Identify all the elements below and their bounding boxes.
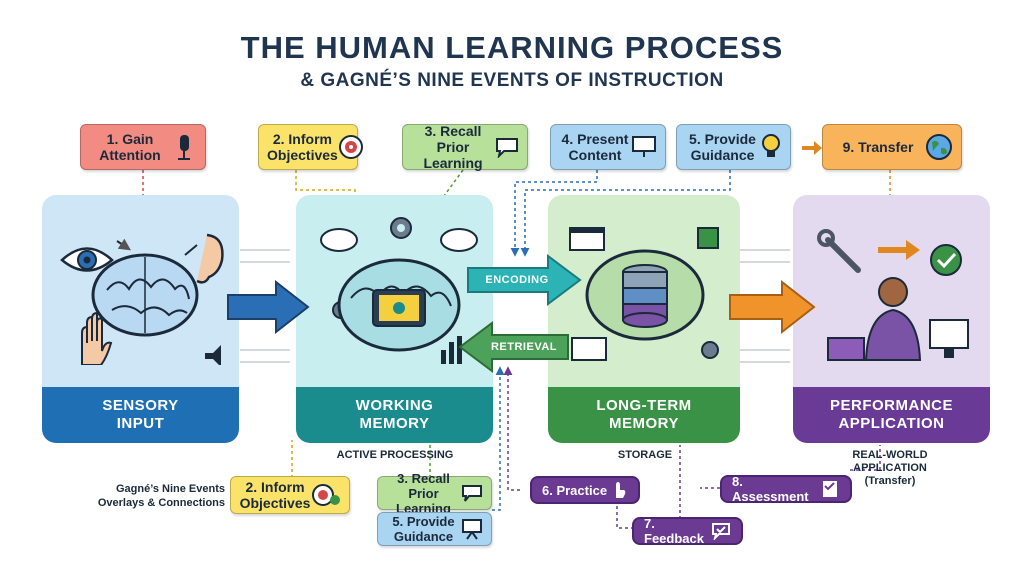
- event-4-label: 4. Present Content: [559, 131, 631, 163]
- bottom-event-8-assessment: 8. Assessment: [720, 475, 852, 503]
- target-icon: [338, 134, 364, 160]
- event-3-recall-prior-learning: 3. Recall Prior Learning: [402, 124, 528, 170]
- event-9-label: 9. Transfer: [831, 139, 925, 155]
- bottom-event-7-feedback: 7. Feedback: [632, 517, 743, 545]
- caption-overlay-legend: Gagné’s Nine Events Overlays & Connectio…: [80, 482, 225, 510]
- event-3-label: 3. Recall Prior Learning: [411, 123, 495, 171]
- bottom-event-2-label: 2. Inform Objectives: [239, 479, 311, 511]
- presentation-icon: [631, 135, 657, 159]
- event-9-transfer: 9. Transfer: [822, 124, 962, 170]
- target-check-icon: [311, 482, 341, 508]
- caption-storage: STORAGE: [595, 449, 695, 461]
- arrow-sensory-to-working: [228, 282, 308, 332]
- microphone-icon: [171, 132, 197, 162]
- arrow-longterm-to-performance: [730, 282, 814, 332]
- event-2-label: 2. Inform Objectives: [267, 131, 338, 163]
- globe-icon: [925, 133, 953, 161]
- bottom-event-3-label: 3. Recall Prior Learning: [386, 471, 461, 516]
- bottom-event-8-label: 8. Assessment: [732, 474, 820, 504]
- bottom-event-6-label: 6. Practice: [542, 483, 610, 498]
- bottom-event-6-practice: 6. Practice: [530, 476, 640, 504]
- hand-pointer-icon: [610, 480, 628, 500]
- bottom-event-3-recall-prior-learning: 3. Recall Prior Learning: [377, 476, 492, 510]
- bottom-event-7-label: 7. Feedback: [644, 516, 711, 546]
- bottom-event-5-provide-guidance: 5. Provide Guidance: [377, 512, 492, 546]
- retrieval-label: RETRIEVAL: [485, 341, 563, 353]
- bottom-event-2-inform-objectives: 2. Inform Objectives: [230, 476, 350, 514]
- event-4-present-content: 4. Present Content: [550, 124, 666, 170]
- event-2-inform-objectives: 2. Inform Objectives: [258, 124, 358, 170]
- caption-active-processing: ACTIVE PROCESSING: [320, 449, 470, 461]
- checklist-icon: [820, 479, 840, 499]
- event-1-label: 1. Gain Attention: [89, 131, 171, 163]
- speech-bubble-icon: [461, 483, 483, 503]
- encoding-label: ENCODING: [478, 274, 556, 286]
- feedback-bubble-icon: [711, 522, 731, 540]
- lightbulb-icon: [760, 133, 782, 161]
- whiteboard-icon: [461, 518, 483, 540]
- event-1-gain-attention: 1. Gain Attention: [80, 124, 206, 170]
- bottom-event-5-label: 5. Provide Guidance: [386, 514, 461, 544]
- event-5-provide-guidance: 5. Provide Guidance: [676, 124, 791, 170]
- orange-arrow-icon: [800, 138, 824, 158]
- event-5-label: 5. Provide Guidance: [685, 131, 760, 163]
- speech-bubble-icon: [495, 136, 519, 158]
